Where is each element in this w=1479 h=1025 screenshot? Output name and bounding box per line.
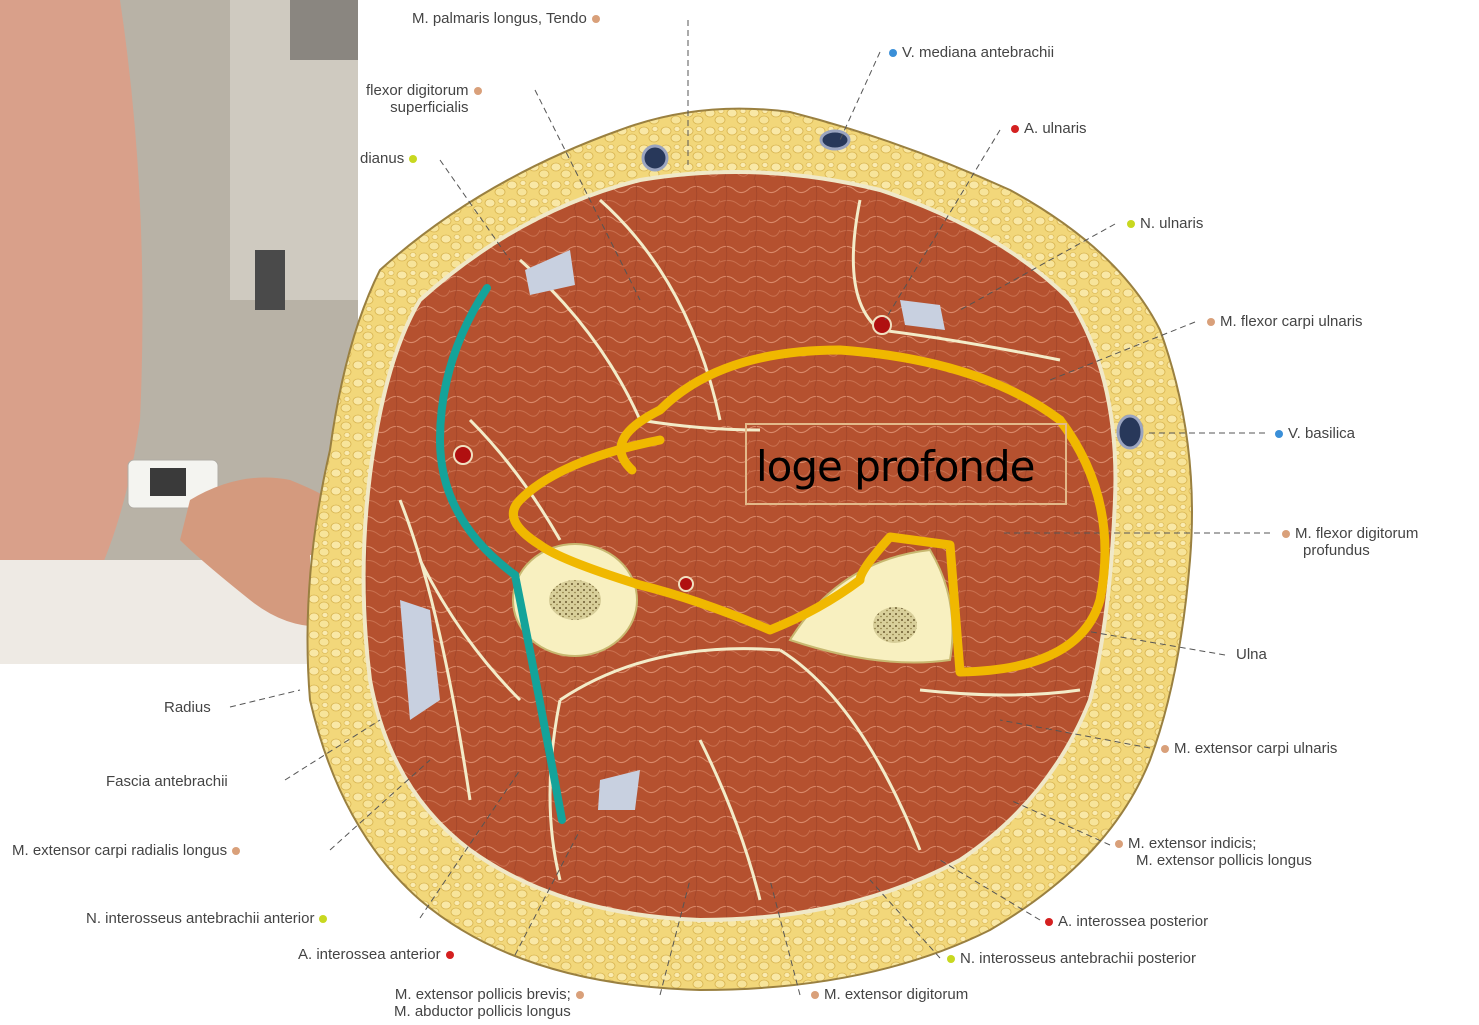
label-v-mediana: V. mediana antebrachii — [884, 44, 1054, 61]
label-eip: M. extensor indicis;M. extensor pollicis… — [1110, 835, 1312, 869]
a-ulnaris-vessel — [873, 316, 891, 334]
label-medianus: dianus — [360, 150, 422, 167]
label-palmaris: M. palmaris longus, Tendo — [412, 10, 605, 27]
label-n-inteross-post: N. interosseus antebrachii posterior — [942, 950, 1196, 967]
label-fcu: M. flexor carpi ulnaris — [1202, 313, 1363, 330]
injection-photo — [0, 0, 358, 664]
fascia-and-muscle — [364, 172, 1116, 920]
label-ed: M. extensor digitorum — [806, 986, 968, 1003]
label-n-ulnaris: N. ulnaris — [1122, 215, 1203, 232]
label-a-inteross-ant: A. interossea anterior — [298, 946, 459, 963]
label-v-basilica: V. basilica — [1270, 425, 1355, 442]
label-ulna: Ulna — [1236, 646, 1267, 663]
label-ecrl: M. extensor carpi radialis longus — [12, 842, 245, 859]
label-fascia: Fascia antebrachii — [106, 773, 228, 790]
v-basilica-vessel — [1118, 416, 1142, 448]
label-ecu: M. extensor carpi ulnaris — [1156, 740, 1337, 757]
label-a-inteross-post: A. interossea posterior — [1040, 913, 1208, 930]
label-a-ulnaris: A. ulnaris — [1006, 120, 1087, 137]
label-epb: M. extensor pollicis brevis;M. abductor … — [394, 986, 589, 1020]
label-radius: Radius — [164, 699, 211, 716]
v-mediana-vessel — [821, 131, 849, 149]
label-n-inteross-ant: N. interosseus antebrachii anterior — [86, 910, 332, 927]
forearm-section — [308, 109, 1193, 990]
loge-profonde-label: loge profonde — [756, 442, 1035, 491]
